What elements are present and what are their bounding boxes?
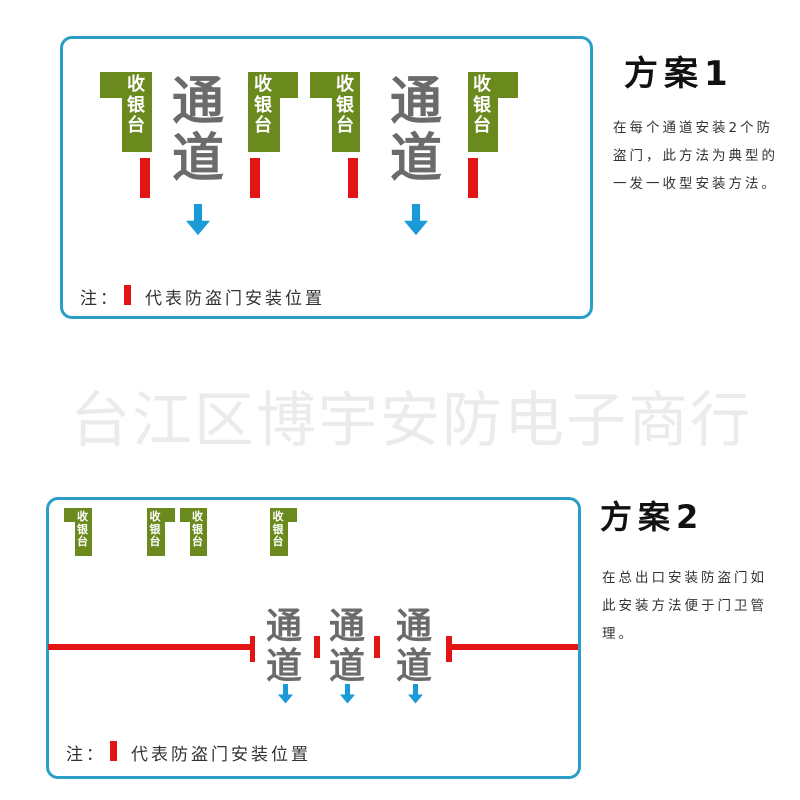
door-marker [314,636,320,658]
plan1-title: 方案1 [624,54,734,94]
plan1-note-text: 代表防盗门安装位置 [145,289,325,309]
counter-stem [270,508,288,556]
door-marker [348,158,358,198]
counter-stem [248,72,280,152]
plan2-diagram [46,497,581,779]
channel-label: 通道 [329,606,370,687]
channel-label: 通道 [172,72,229,190]
cashier-counter: 收银台 [468,72,518,152]
plan1-description: 在每个通道安装2个防盗门，此方法为典型的一发一收型安装方法。 [613,120,778,192]
cashier-counter: 收银台 [64,508,92,556]
cashier-counter: 收银台 [147,508,175,556]
cashier-label: 收银台 [192,510,205,549]
down-arrow-icon [407,684,423,704]
counter-stem [190,508,207,556]
counter-stem [122,72,152,152]
cashier-label: 收银台 [77,510,90,549]
cashier-counter: 收银台 [180,508,207,556]
plan2-note-text: 代表防盗门安装位置 [131,745,311,765]
door-marker [140,158,150,198]
cashier-label: 收银台 [473,74,493,137]
counter-stem [332,72,360,152]
plan1-note-prefix: 注： [80,289,120,309]
channel-label: 通道 [396,606,437,687]
plan2-description: 在总出口安装防盗门如此安装方法便于门卫管理。 [602,570,767,642]
counter-stem [147,508,165,556]
down-arrow-icon [186,204,210,236]
counter-stem [468,72,498,152]
channel-label: 通道 [266,606,307,687]
watermark: 台江区博宇安防电子商行 [70,386,752,456]
cashier-counter: 收银台 [270,508,297,556]
down-arrow-icon [339,684,355,704]
door-legend-icon [110,741,117,761]
down-arrow-icon [277,684,293,704]
cashier-counter: 收银台 [100,72,152,152]
cashier-counter: 收银台 [248,72,298,152]
cashier-label: 收银台 [254,74,274,137]
cashier-label: 收银台 [272,510,286,549]
channel-label: 通道 [390,72,447,190]
door-marker [446,644,578,650]
door-marker [374,636,380,658]
door-marker [250,636,255,662]
door-marker [250,158,260,198]
door-marker [468,158,478,198]
plan2-title: 方案2 [600,498,705,536]
plan2-note-prefix: 注： [66,745,106,765]
counter-stem [75,508,92,556]
plan1-diagram [60,36,593,319]
cashier-label: 收银台 [149,510,163,549]
cashier-counter: 收银台 [310,72,360,152]
door-legend-icon [124,285,131,305]
door-marker [48,644,252,650]
cashier-label: 收银台 [127,74,147,137]
cashier-label: 收银台 [336,74,356,137]
down-arrow-icon [404,204,428,236]
